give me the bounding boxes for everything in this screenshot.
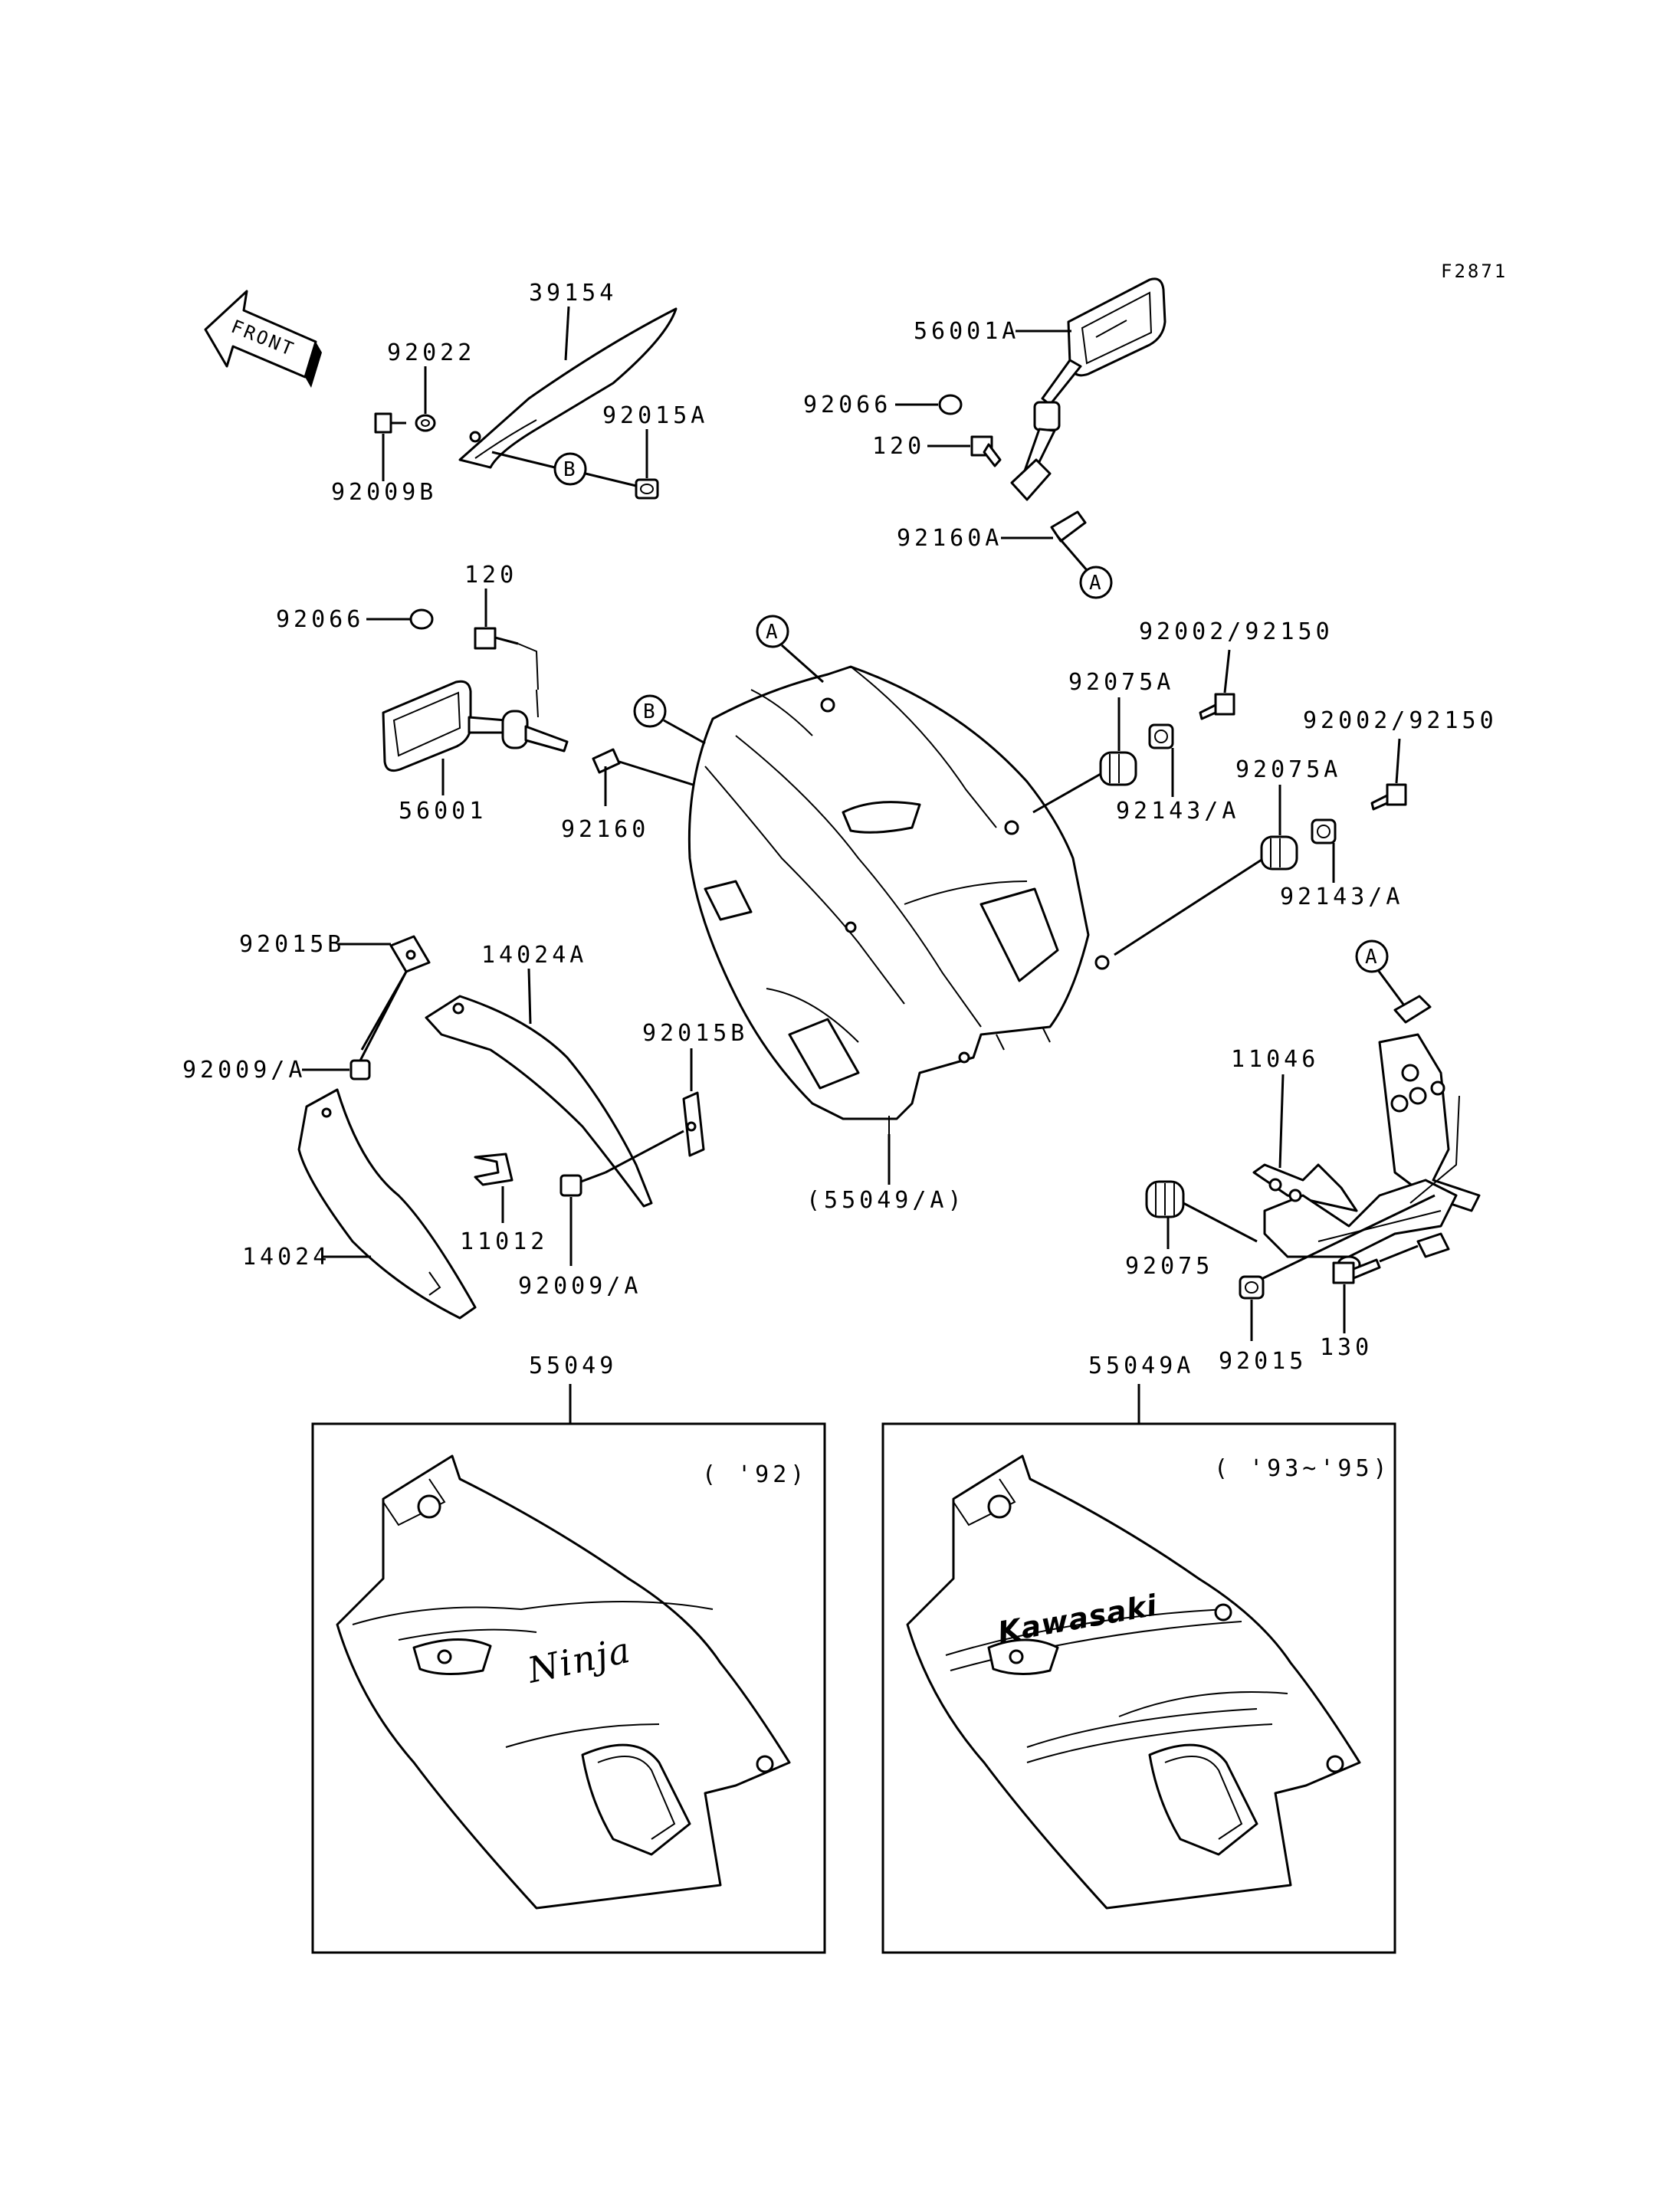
cap-92066-mid bbox=[409, 608, 434, 630]
label-92143A-a: 92143/A bbox=[1116, 798, 1239, 825]
figure-code: F2871 bbox=[1441, 261, 1508, 282]
label-92015A: 92015A bbox=[602, 402, 708, 429]
bolt-92002-b bbox=[1370, 783, 1407, 811]
marker-a-cowl: A bbox=[756, 615, 789, 648]
svg-text:B: B bbox=[643, 700, 655, 723]
label-92015: 92015 bbox=[1219, 1348, 1307, 1375]
label-11012: 11012 bbox=[460, 1228, 548, 1255]
inset-left-year: ( '92) bbox=[702, 1461, 808, 1488]
label-55049: 55049 bbox=[529, 1353, 617, 1379]
clip-92160A bbox=[1050, 510, 1087, 543]
grommet-92075 bbox=[1145, 1180, 1185, 1218]
label-56001A: 56001A bbox=[914, 318, 1019, 345]
washer-92022 bbox=[415, 414, 436, 432]
svg-text:A: A bbox=[766, 621, 778, 644]
marker-b-cowl: B bbox=[633, 694, 667, 728]
nut-92015A bbox=[635, 478, 659, 500]
clip-92160 bbox=[592, 748, 621, 774]
mirror-56001A bbox=[1010, 277, 1166, 501]
label-92075A-a: 92075A bbox=[1068, 669, 1174, 696]
leader-39154 bbox=[564, 306, 570, 361]
label-92002-92150-b: 92002/92150 bbox=[1303, 707, 1498, 734]
marker-a-top: A bbox=[1079, 566, 1113, 599]
label-92066-mid: 92066 bbox=[276, 606, 364, 633]
label-39154: 39154 bbox=[529, 280, 617, 307]
front-arrow: FRONT bbox=[204, 290, 322, 388]
collar-92143A-a bbox=[1148, 723, 1174, 749]
marker-b-top: B bbox=[553, 452, 587, 486]
clip-92015B-mid bbox=[682, 1091, 705, 1157]
nut-92015 bbox=[1239, 1275, 1265, 1300]
label-92009B: 92009B bbox=[331, 479, 437, 506]
label-92143A-b: 92143/A bbox=[1280, 884, 1403, 910]
label-92066-top: 92066 bbox=[803, 392, 891, 418]
label-130: 130 bbox=[1320, 1334, 1373, 1361]
label-92009A-bot: 92009/A bbox=[518, 1273, 641, 1300]
label-92160: 92160 bbox=[561, 816, 649, 843]
marker-a-right: A bbox=[1355, 939, 1389, 973]
label-92015B-mid: 92015B bbox=[642, 1020, 748, 1047]
grommet-92075A-b bbox=[1260, 835, 1298, 871]
inset-55049A: ( '93~'95) Kawasaki bbox=[881, 1422, 1396, 1954]
label-14024A: 14024A bbox=[481, 942, 587, 969]
bolt-92009B bbox=[374, 412, 406, 434]
label-92160A: 92160A bbox=[897, 525, 1002, 552]
stay-11046 bbox=[1252, 995, 1481, 1274]
label-55049A-paren: (55049/A) bbox=[806, 1187, 966, 1214]
label-11046: 11046 bbox=[1231, 1046, 1319, 1073]
bolt-92009A-bot bbox=[559, 1171, 606, 1197]
panel-14024A bbox=[425, 995, 653, 1208]
svg-text:A: A bbox=[1089, 572, 1101, 595]
bolt-130 bbox=[1332, 1258, 1381, 1284]
label-92075A-b: 92075A bbox=[1235, 756, 1341, 783]
bolt-92002-a bbox=[1199, 693, 1235, 720]
label-92015B-top: 92015B bbox=[239, 931, 345, 958]
panel-14024 bbox=[297, 1088, 477, 1320]
label-92022: 92022 bbox=[387, 339, 475, 366]
clip-11012 bbox=[474, 1153, 514, 1186]
svg-text:A: A bbox=[1365, 946, 1377, 969]
bolt-92009A-top bbox=[349, 1059, 371, 1080]
grommet-92075A-a bbox=[1099, 751, 1137, 786]
inset-55049: ( '92) Ninja bbox=[311, 1422, 826, 1954]
label-92075: 92075 bbox=[1125, 1253, 1213, 1280]
bolt-120-mid bbox=[474, 627, 539, 690]
inset-right-year: ( '93~'95) bbox=[1214, 1455, 1391, 1482]
upper-cowl bbox=[687, 665, 1110, 1134]
label-92009A-top: 92009/A bbox=[182, 1057, 306, 1084]
label-55049A: 55049A bbox=[1088, 1353, 1194, 1379]
cap-92066-top bbox=[938, 394, 963, 415]
label-120-mid: 120 bbox=[464, 562, 517, 589]
label-14024: 14024 bbox=[242, 1244, 330, 1271]
part-39154 bbox=[458, 307, 678, 469]
svg-text:B: B bbox=[563, 458, 576, 481]
bolt-120-top bbox=[970, 435, 1002, 467]
label-120-top: 120 bbox=[872, 433, 925, 460]
label-56001: 56001 bbox=[399, 798, 487, 825]
label-92002-92150-a: 92002/92150 bbox=[1139, 618, 1334, 645]
collar-92143A-b bbox=[1311, 818, 1337, 844]
clip-92015B-top bbox=[389, 935, 431, 973]
mirror-56001 bbox=[382, 680, 569, 772]
